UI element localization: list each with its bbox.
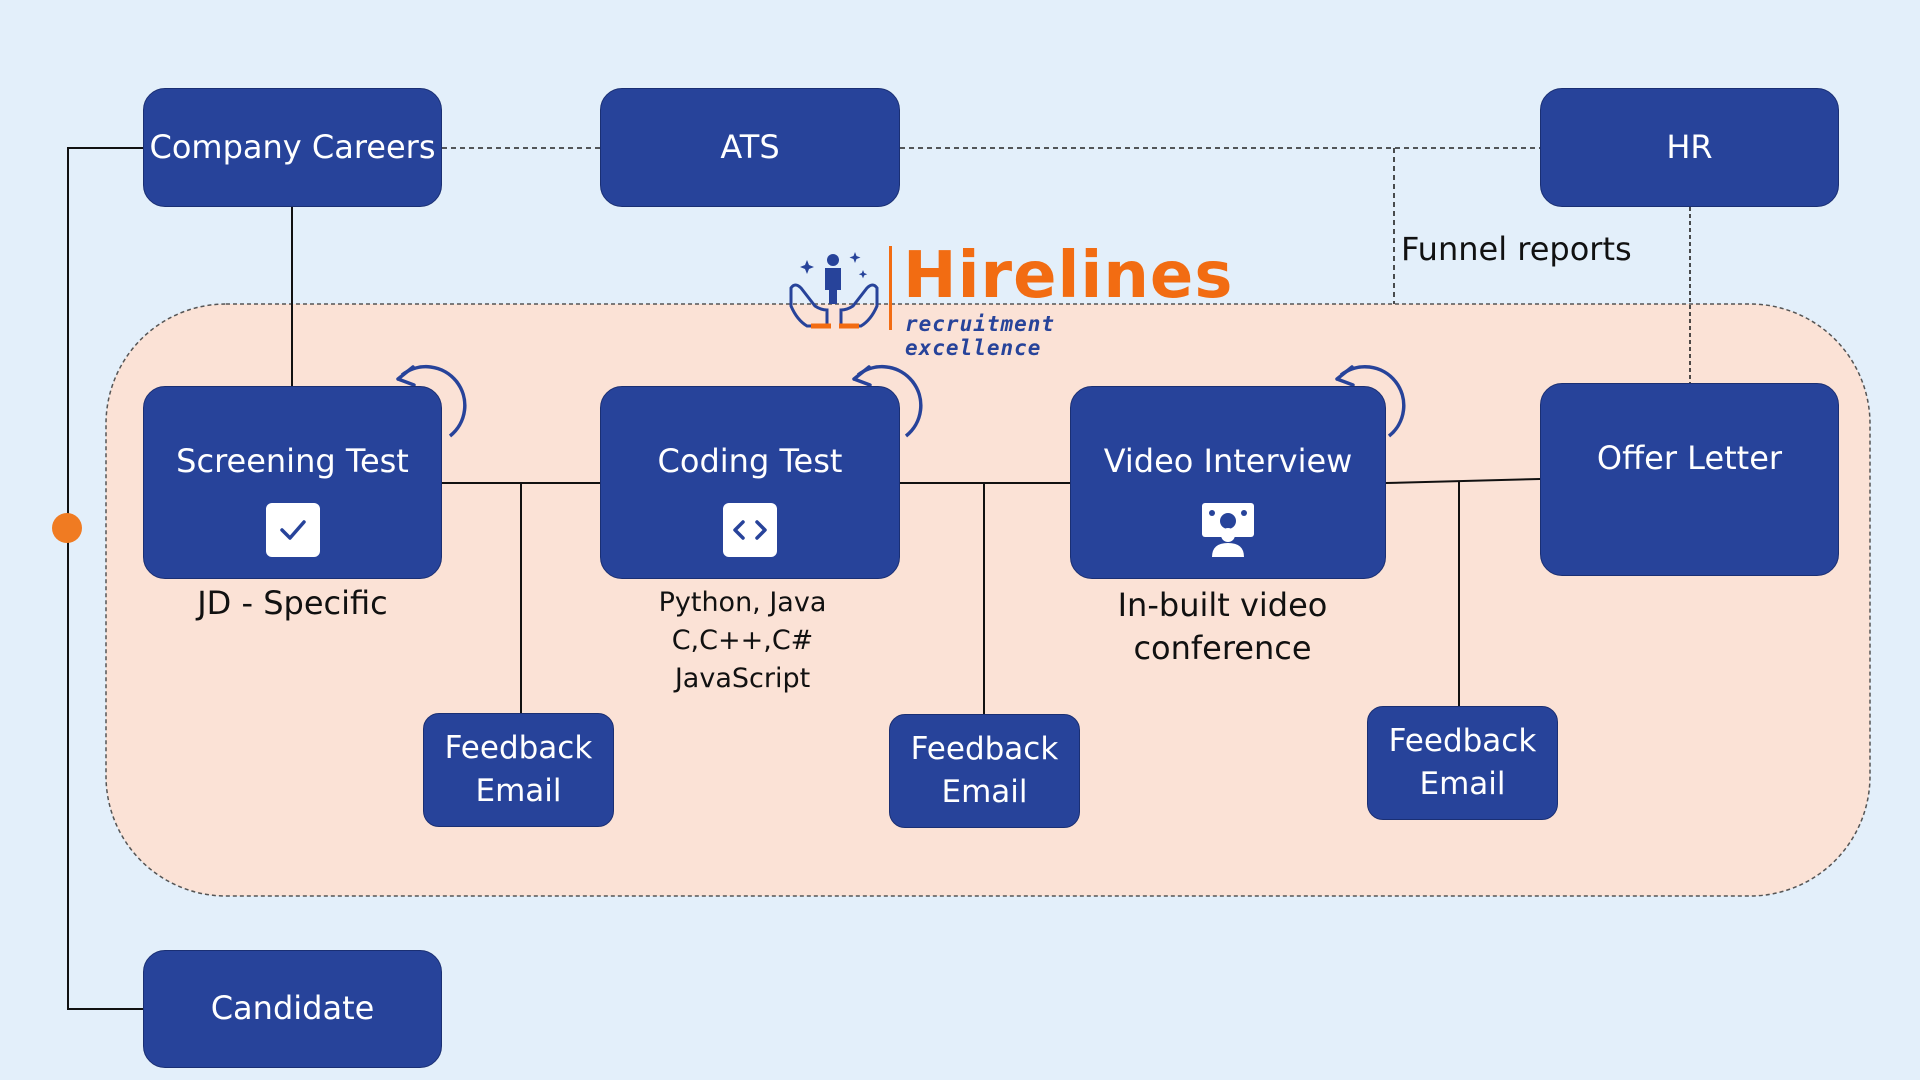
logo-wordmark: Hirelines [903, 239, 1234, 313]
hr-node[interactable]: HR [1540, 88, 1839, 207]
offer-letter-label: Offer Letter [1596, 439, 1783, 477]
screening-cycle-icon [396, 364, 467, 438]
hr-label: HR [1666, 127, 1713, 166]
ats-label: ATS [720, 127, 780, 166]
coding-test-label: Coding Test [657, 442, 843, 480]
coding-cycle-icon [852, 364, 923, 438]
offer-letter-node[interactable]: Offer Letter [1540, 383, 1839, 576]
screening-test-label: Screening Test [176, 442, 409, 480]
screening-test-node[interactable]: Screening Test [143, 386, 442, 579]
careers-candidate-connector [67, 147, 143, 1010]
candidate-label: Candidate [210, 989, 375, 1028]
code-brackets-icon [723, 502, 777, 557]
connector-dot [52, 513, 82, 543]
hirelines-logo: Hirelines recruitment excellence [785, 240, 1232, 360]
feedback-email-2-label: Feedback Email [910, 730, 1059, 810]
company-careers-label: Company Careers [149, 127, 436, 166]
logo-divider [889, 246, 892, 330]
video-cycle-icon [1335, 364, 1406, 438]
coding-caption: Python, Java C,C++,C# JavaScript [658, 587, 827, 694]
feedback-email-1-label: Feedback Email [444, 729, 593, 809]
candidate-node[interactable]: Candidate [143, 950, 442, 1068]
feedback-email-2-node[interactable]: Feedback Email [889, 714, 1080, 828]
company-careers-node[interactable]: Company Careers [143, 88, 442, 207]
feedback-email-1-node[interactable]: Feedback Email [423, 713, 614, 827]
video-caption: In-built video conference [1117, 586, 1328, 667]
video-conference-icon [1200, 501, 1256, 570]
checkbox-icon [265, 502, 320, 557]
coding-test-node[interactable]: Coding Test [600, 386, 900, 579]
feedback-email-3-node[interactable]: Feedback Email [1367, 706, 1558, 820]
video-interview-label: Video Interview [1103, 442, 1353, 480]
screening-caption: JD - Specific [197, 584, 388, 622]
feedback-email-3-label: Feedback Email [1388, 722, 1537, 802]
video-offer-link [1385, 478, 1541, 484]
ats-node[interactable]: ATS [600, 88, 900, 207]
funnel-reports-label: Funnel reports [1401, 230, 1632, 268]
video-interview-node[interactable]: Video Interview [1070, 386, 1386, 579]
logo-tagline: recruitment excellence [905, 312, 1056, 360]
hands-person-icon [789, 252, 879, 329]
